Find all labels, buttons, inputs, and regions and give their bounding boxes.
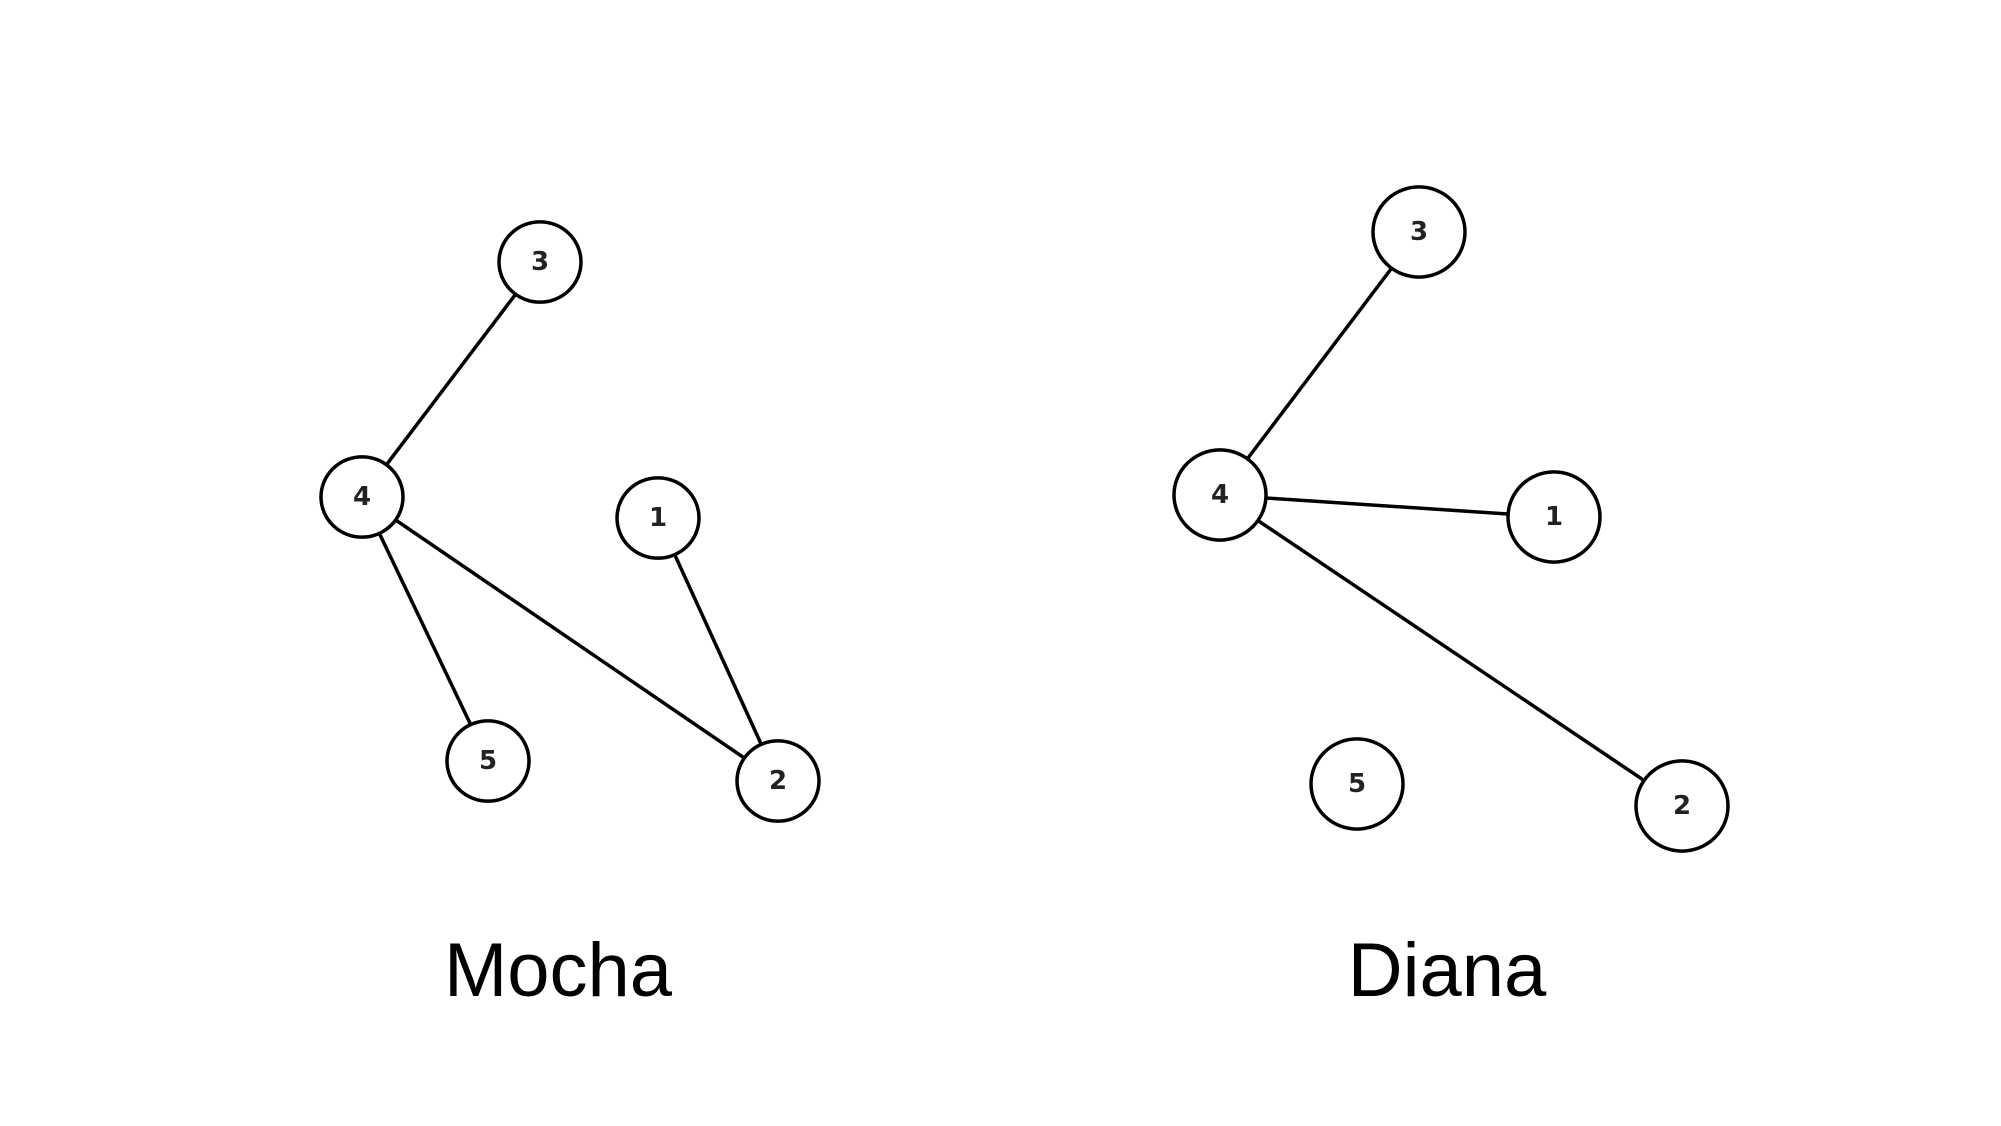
edge-3-4 [360,260,542,499]
node-4: 4 [319,455,405,539]
edge-4-5 [360,496,490,762]
node-5: 5 [1309,737,1405,831]
graph-title: Diana [1348,928,1547,1013]
node-label: 2 [769,766,787,796]
node-3: 3 [1371,185,1467,279]
graph-title: Mocha [444,928,673,1013]
node-5: 5 [445,719,531,803]
node-circle [1371,185,1467,279]
node-label: 5 [479,746,497,776]
edge-4-1 [1219,493,1555,519]
node-label: 2 [1673,791,1691,821]
node-1: 1 [615,476,701,560]
node-label: 1 [649,503,667,533]
edge-3-4 [1218,230,1421,497]
edge-4-2 [361,495,779,783]
node-circle [1506,470,1602,564]
node-circle [445,719,531,803]
node-circle [1634,759,1730,853]
node-1: 1 [1506,470,1602,564]
node-3: 3 [497,220,583,304]
node-label: 5 [1348,769,1366,799]
node-label: 4 [1211,480,1229,510]
edge-1-2 [656,517,780,782]
node-label: 3 [531,247,549,277]
node-2: 2 [1634,759,1730,853]
node-circle [497,220,583,304]
node-4: 4 [1172,448,1268,542]
node-circle [319,455,405,539]
node-circle [1309,737,1405,831]
node-label: 4 [353,482,371,512]
node-2: 2 [735,739,821,823]
node-circle [1172,448,1268,542]
node-label: 3 [1410,217,1428,247]
node-circle [735,739,821,823]
node-circle [615,476,701,560]
node-label: 1 [1545,502,1563,532]
edge-4-2 [1219,493,1683,808]
